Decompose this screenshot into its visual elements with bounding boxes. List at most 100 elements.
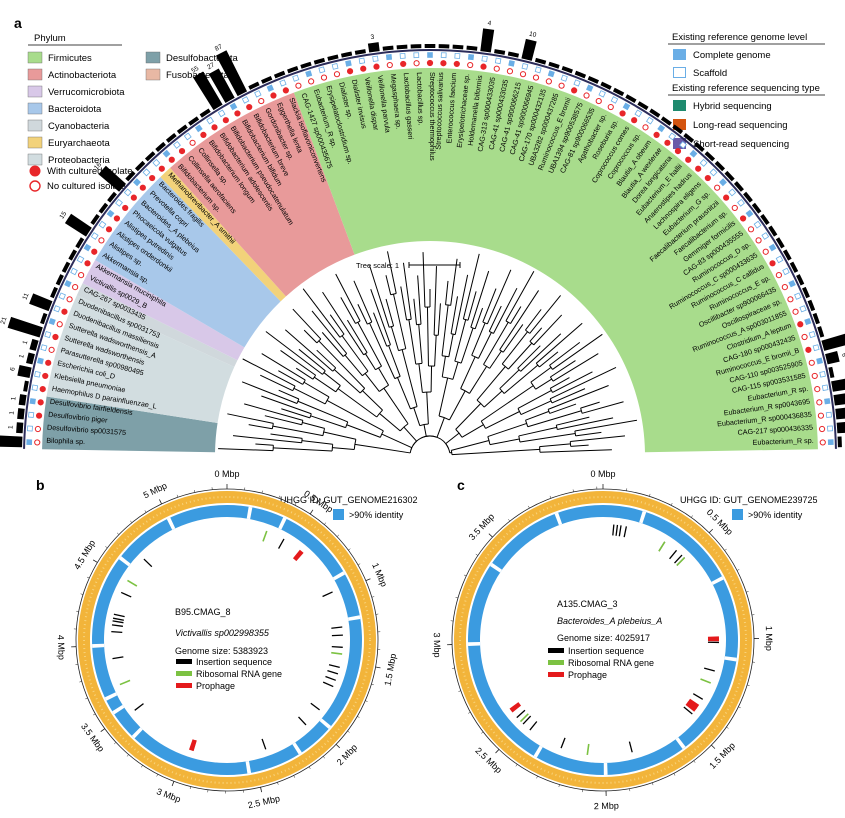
genome-level-marker-84 (817, 358, 823, 364)
insertion-sequence-12 (629, 742, 632, 753)
isolate-marker-49 (481, 64, 486, 69)
isolate-marker-80 (793, 309, 798, 314)
genome-level-marker-51 (509, 61, 515, 67)
tree-branch (534, 315, 562, 345)
genome-level-marker-80 (800, 306, 806, 312)
tree-branch (386, 275, 391, 294)
isolate-marker-45 (427, 60, 432, 65)
tree-branch (255, 444, 273, 445)
genome-level-marker-47 (455, 53, 460, 58)
tree-branch (470, 366, 487, 393)
genome-level-marker-58 (599, 91, 605, 97)
tree-branch (304, 330, 317, 343)
isolate-marker-42 (387, 62, 392, 67)
genome-level-marker-87 (825, 399, 830, 404)
minor-tick (652, 783, 653, 785)
panel-b-rrna-swatch (176, 671, 192, 676)
species-label-0: Bilophila sp. (46, 436, 85, 446)
tick-label-8: 4 Mbp (56, 635, 67, 660)
isolate-marker-43 (401, 61, 406, 66)
isolate-marker-56 (572, 88, 577, 93)
genome-level-marker-60 (623, 103, 630, 110)
count-bar-19 (107, 192, 117, 203)
panel-b-genome-size: Genome size: 5383923 (175, 646, 268, 656)
tree-branch (330, 315, 344, 335)
tree-branch (451, 259, 457, 306)
genome-level-marker-66 (690, 150, 697, 157)
tree-branch (483, 289, 496, 322)
genome-level-marker-14 (77, 256, 84, 263)
minor-tick (117, 533, 119, 535)
minor-tick (464, 575, 466, 576)
outer-circle (76, 489, 378, 791)
isolate-marker-71 (732, 205, 737, 210)
tick-label-4: 2 Mbp (594, 801, 619, 812)
isolate-marker-77 (776, 273, 781, 278)
minor-tick (365, 701, 367, 702)
genome-level-marker-50 (495, 58, 501, 64)
insertion-sequence-16 (113, 621, 124, 623)
genome-level-marker-46 (441, 53, 446, 58)
tree-branch (271, 434, 303, 438)
genome-level-marker-11 (59, 293, 65, 299)
rrna-gene-3 (120, 680, 130, 684)
genome-level-marker-57 (587, 85, 593, 91)
isolate-marker-69 (715, 185, 720, 190)
count-bar-25 (166, 133, 177, 143)
prophage-1 (189, 739, 197, 751)
genome-level-marker-28 (207, 117, 214, 124)
genome-level-marker-16 (91, 233, 98, 240)
isolate-marker-33 (271, 93, 276, 98)
insertion-sequence-5 (670, 550, 677, 559)
tree-branch (404, 427, 417, 441)
isolate-marker-76 (770, 261, 775, 266)
tree-branch (488, 423, 527, 436)
insertion-sequence-2 (331, 627, 342, 628)
panel-c-uhgg-id: UHGG ID: GUT_GENOME239725 (680, 495, 818, 505)
count-bar-49 (480, 28, 494, 52)
complete-genome-label: Complete genome (693, 50, 771, 61)
tick-label-0: 0 Mbp (214, 469, 239, 479)
tree-branch (324, 432, 356, 439)
genome-level-marker-56 (574, 80, 580, 86)
count-bar-89 (837, 421, 845, 433)
panel-c: c UHGG ID: GUT_GENOME239725 >90% identit… (432, 469, 818, 811)
genome-level-marker-44 (414, 53, 419, 58)
count-label-6: 1 (18, 353, 26, 359)
phylum-label-1: Actinobacteriota (48, 70, 117, 81)
with-isolate-marker (30, 166, 41, 177)
count-bar-70 (734, 181, 744, 192)
tree-scale: Tree scale: 1 (356, 261, 460, 270)
tree-branch (525, 309, 541, 330)
tree-branch (332, 448, 354, 450)
tree-branch (262, 354, 306, 381)
count-bar-88 (835, 407, 845, 419)
genome-level-marker-85 (820, 371, 826, 377)
tick-label-7: 3.5 Mbp (79, 721, 106, 753)
tree-branch (570, 436, 625, 442)
genome-level-marker-25 (174, 142, 181, 149)
tree-branch (582, 402, 623, 414)
genome-level-marker-31 (242, 97, 248, 103)
phylum-label-2: Verrucomicrobiota (48, 87, 125, 98)
isolate-marker-3 (38, 400, 43, 405)
isolate-marker-65 (675, 149, 680, 154)
tree-branch (227, 414, 273, 424)
tree-branch (365, 354, 375, 370)
count-label-10: 11 (22, 292, 31, 301)
tree-branch (281, 409, 310, 418)
count-bar-1 (16, 422, 23, 433)
isolate-marker-54 (546, 79, 551, 84)
tree-branch (452, 449, 540, 454)
isolate-marker-82 (802, 334, 807, 339)
tree-branch (243, 359, 295, 386)
tree-branch (449, 391, 465, 420)
insertion-sequence-7 (325, 676, 335, 680)
minor-tick (476, 554, 478, 555)
insertion-sequence-13 (561, 738, 565, 748)
genome-level-marker-5 (35, 371, 41, 377)
tree-branch (571, 445, 589, 446)
genome-level-marker-27 (195, 125, 202, 132)
isolate-marker-7 (49, 347, 54, 352)
